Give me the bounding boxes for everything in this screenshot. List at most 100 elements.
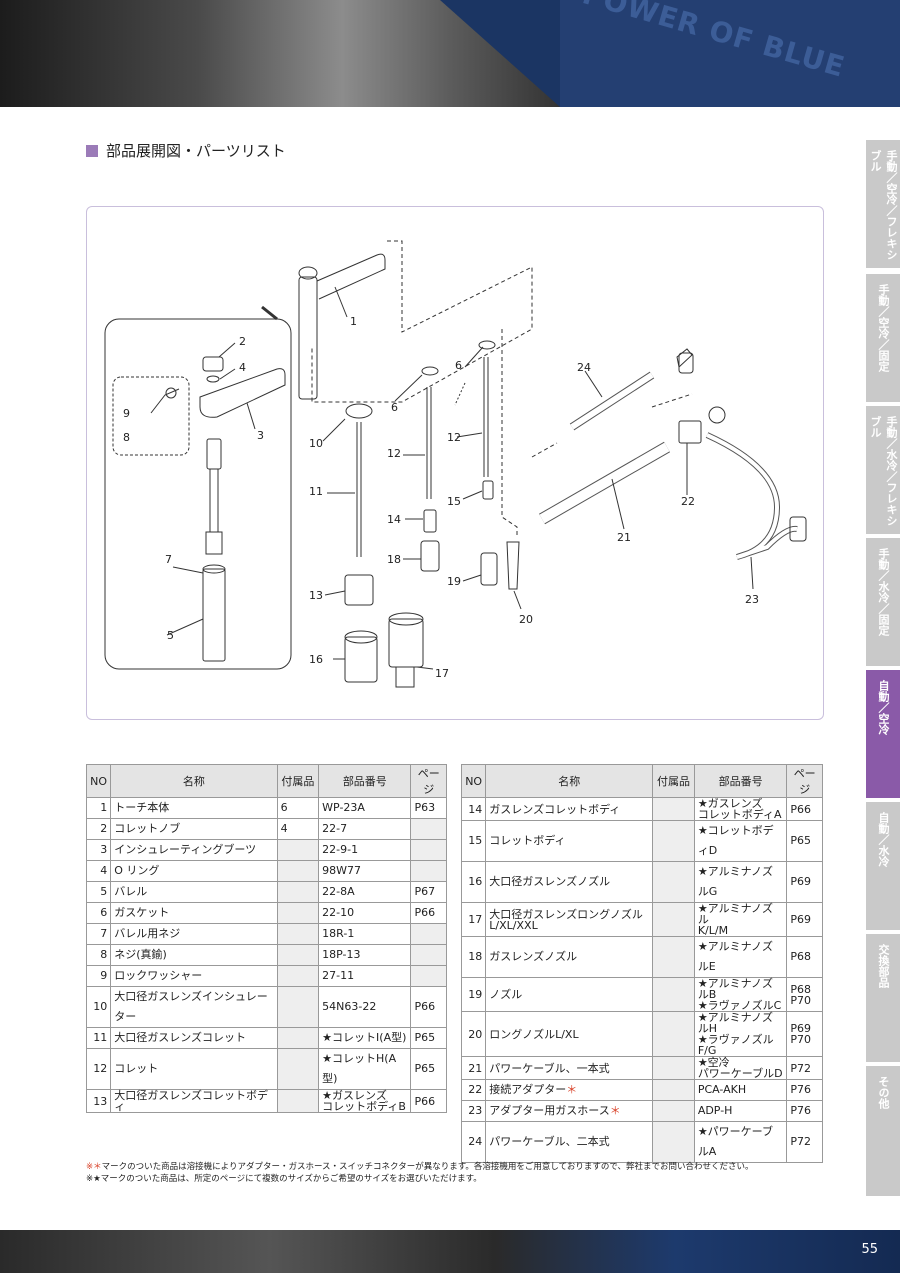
cell-pn: 18P-13 — [318, 944, 412, 966]
cell-name: インシュレーティングブーツ — [110, 839, 278, 861]
cell-no: 16 — [460, 861, 487, 903]
tab-auto-water[interactable]: 自動／水冷 — [866, 802, 900, 930]
cell-pg: P69 — [786, 861, 823, 903]
cell-pn: ★コレットI(A型) — [318, 1027, 412, 1049]
header-banner: POWER OF BLUE — [0, 0, 900, 107]
part-label-22: 22 — [681, 495, 695, 508]
tab-manual-water-fixed[interactable]: 手動／水冷／固定 — [866, 538, 900, 666]
part-label-2: 2 — [239, 335, 246, 348]
cell-name: ガスレンズコレットボディ — [485, 797, 654, 821]
footer-banner: 55 — [0, 1230, 900, 1273]
cell-pn-text: 22-9-1 — [322, 843, 359, 856]
cell-name: バレル — [110, 881, 278, 903]
cell-pg — [410, 923, 447, 945]
cell-name: ロックワッシャー — [110, 965, 278, 987]
cell-pn-text: ★コレットH(A型) — [322, 1052, 397, 1085]
cell-name-text: ガスケット — [114, 906, 170, 919]
cell-pg-text: P66 — [414, 1094, 436, 1108]
part-label-11: 11 — [309, 485, 323, 498]
cell-no-text: 11 — [93, 1031, 108, 1044]
cell-no: 6 — [85, 902, 112, 924]
cell-pg: P65 — [410, 1048, 447, 1090]
part-label-21: 21 — [617, 531, 631, 544]
cell-no-text: 20 — [468, 1027, 483, 1041]
cell-name-text: ロックワッシャー — [114, 969, 203, 982]
cell-pg-text: P76 — [790, 1083, 812, 1096]
cell-no: 9 — [85, 965, 112, 987]
cell-pn: ★ガスレンズ コレットボディA — [693, 797, 788, 821]
part-label-4: 4 — [239, 361, 246, 374]
header-part-no: 部品番号 — [318, 764, 412, 798]
cell-pn-text: 98W77 — [322, 864, 362, 877]
cell-pg — [410, 860, 447, 882]
tab-manual-air-flexible[interactable]: 手動／空冷／フレキシブル — [866, 140, 900, 268]
header-name: 名称 — [110, 764, 278, 798]
part-label-13: 13 — [309, 589, 323, 602]
cell-acc — [276, 923, 320, 945]
cell-name: 大口径ガスレンズコレット — [110, 1027, 278, 1049]
cell-pg — [410, 818, 447, 840]
sub-assembly-box — [112, 376, 190, 456]
cell-name: ネジ(真鍮) — [110, 944, 278, 966]
cell-pn: ★アルミナノズルH ★ラヴァノズルF/G — [693, 1011, 788, 1057]
cell-pg: P63 — [410, 797, 447, 819]
cell-pg — [410, 965, 447, 987]
part-label-18: 18 — [387, 553, 401, 566]
tab-manual-water-flexible[interactable]: 手動／水冷／フレキシブル — [866, 406, 900, 534]
cell-no: 23 — [460, 1100, 487, 1122]
cell-name: ガスレンズノズル — [485, 936, 654, 978]
tab-replacement-parts[interactable]: 交換部品 — [866, 934, 900, 1062]
tab-auto-air[interactable]: 自動／空冷 — [866, 670, 900, 798]
cell-pn: ★空冷 パワーケーブルD — [693, 1056, 788, 1080]
cell-no: 12 — [85, 1048, 112, 1090]
cell-pg-text: P65 — [414, 1031, 436, 1044]
cell-name-text: O リング — [114, 864, 160, 877]
cell-no: 11 — [85, 1027, 112, 1049]
part-label-5: 5 — [167, 629, 174, 642]
cell-pn: 22-10 — [318, 902, 412, 924]
header-part-no: 部品番号 — [693, 764, 788, 798]
cell-name-text: バレル — [114, 885, 148, 898]
cell-name-text: 大口径ガスレンズコレットボディ — [114, 1089, 269, 1113]
cell-pg-text: P66 — [790, 802, 812, 816]
cell-name-text: コレットノブ — [114, 822, 181, 835]
cell-no: 10 — [85, 986, 112, 1028]
tab-manual-air-fixed[interactable]: 手動／空冷／固定 — [866, 274, 900, 402]
cell-pn: ★アルミナノズルB ★ラヴァノズルC — [693, 977, 788, 1012]
cell-pn-text: 18P-13 — [322, 948, 361, 961]
cell-pg: P65 — [786, 820, 823, 862]
cell-pg-text: P69 — [790, 913, 812, 926]
part-label-8: 8 — [123, 431, 130, 444]
cell-acc — [276, 986, 320, 1028]
cell-pn-text: WP-23A — [322, 801, 365, 814]
cell-acc — [652, 1011, 695, 1057]
assembly-box — [104, 318, 292, 670]
cell-pg: P72 — [786, 1056, 823, 1080]
cell-acc — [276, 902, 320, 924]
cell-no-text: 10 — [93, 1000, 108, 1013]
cell-pn: 22-9-1 — [318, 839, 412, 861]
part-label-6a: 6 — [391, 401, 398, 414]
cell-pg — [410, 944, 447, 966]
cell-no-text: 2 — [100, 822, 108, 835]
tab-other[interactable]: その他 — [866, 1066, 900, 1196]
part-label-7: 7 — [165, 553, 172, 566]
cell-acc — [652, 1079, 695, 1101]
cell-no-text: 3 — [100, 843, 108, 856]
cell-acc-text: 4 — [280, 822, 288, 835]
cell-pg — [410, 839, 447, 861]
part-label-16: 16 — [309, 653, 323, 666]
cell-pn: 54N63-22 — [318, 986, 412, 1028]
cell-acc — [652, 1121, 695, 1163]
header-no: NO — [85, 764, 112, 798]
cell-pg-text: P66 — [414, 906, 436, 919]
